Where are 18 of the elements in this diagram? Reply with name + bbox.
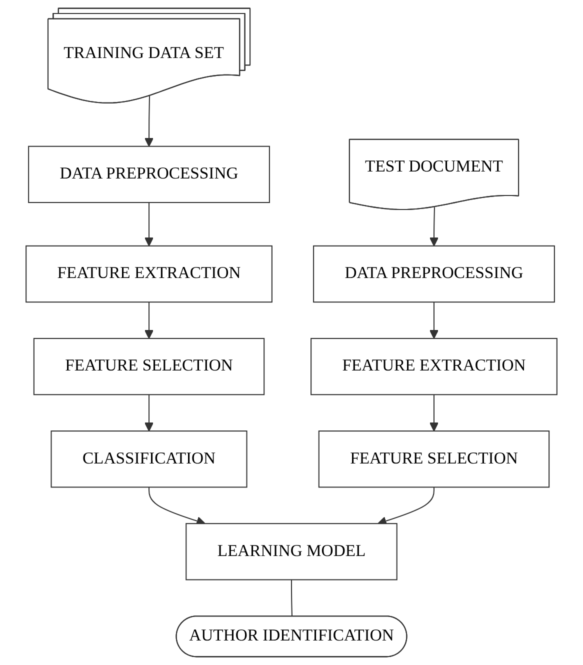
arrow: [144, 302, 154, 339]
node-box: FEATURE EXTRACTION: [310, 338, 558, 396]
arrow: [429, 394, 439, 432]
arrow: [148, 487, 206, 526]
arrow: [144, 202, 154, 246]
connector: [290, 580, 293, 617]
node-box: LEARNING MODEL: [186, 523, 398, 580]
arrow: [429, 207, 439, 246]
node-box: FEATURE SELECTION: [318, 430, 550, 488]
arrow: [144, 394, 154, 432]
node-box: DATA PREPROCESSING: [313, 245, 555, 303]
node-box: CLASSIFICATION: [50, 430, 248, 488]
node-box: FEATURE SELECTION: [33, 338, 265, 396]
node-box: FEATURE EXTRACTION: [26, 245, 272, 303]
node-box: DATA PREPROCESSING: [28, 146, 270, 204]
arrow: [144, 96, 154, 147]
arrow: [429, 302, 439, 339]
arrow: [378, 487, 434, 526]
